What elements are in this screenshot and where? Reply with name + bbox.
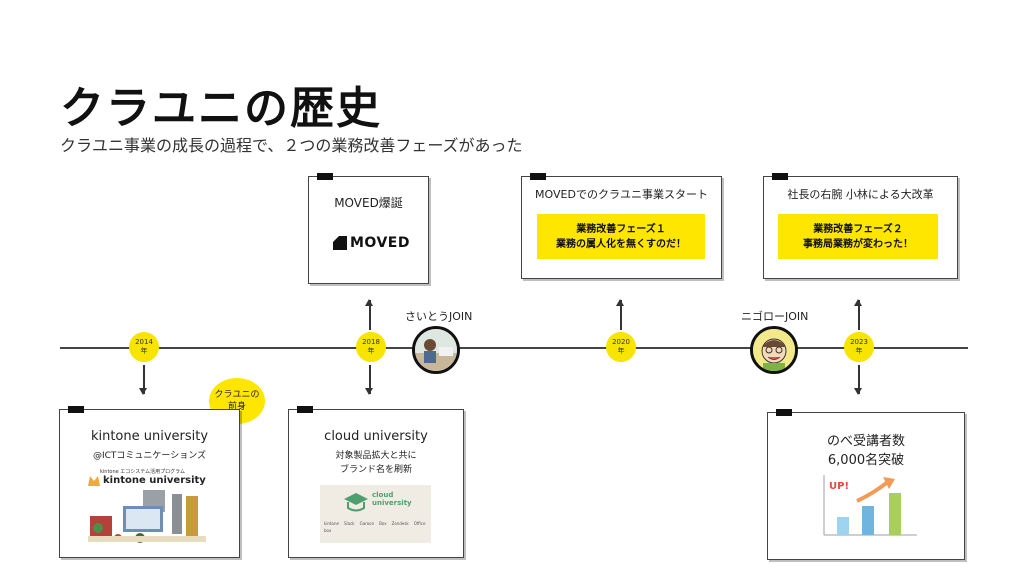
year-label: 2018: [362, 338, 380, 346]
arrow-down-icon: [366, 365, 372, 395]
partner-logo: Box: [379, 521, 387, 526]
card-tab: [297, 406, 313, 413]
partner-logo: Office: [413, 521, 426, 526]
arrow-down-icon: [140, 365, 146, 395]
phase1-box: 業務改善フェーズ１ 業務の属人化を無くすのだ！: [537, 214, 705, 259]
partner-logo: Garoon: [359, 521, 375, 526]
speech-bubble: クラユニの 前身: [209, 378, 265, 424]
kintone-logo-icon: [88, 475, 100, 486]
bubble-line2: 前身: [227, 402, 246, 412]
card-tab: [772, 173, 788, 180]
kintone-illustration: kintone エコシステム活用プログラム kintone university: [88, 468, 206, 548]
year-marker-2014: 2014 年: [129, 332, 159, 362]
growth-chart: UP!: [819, 473, 919, 543]
card-cloud-university: cloud university 対象製品拡大と共に ブランド名を刷新 clou…: [288, 406, 464, 558]
card-start-title: MOVEDでのクラユニ事業スタート: [535, 188, 708, 201]
kintone-logo: kintone university: [88, 475, 206, 486]
card-kintone-university: kintone university @ICTコミュニケーションズ kinton…: [59, 406, 240, 558]
avatar-nigoro: [750, 326, 798, 374]
moved-logo-text: MOVED: [350, 235, 410, 251]
kintone-logo-small: kintone エコシステム活用プログラム: [100, 469, 186, 475]
card-cloud-sub2: ブランド名を刷新: [339, 465, 412, 475]
cloud-university-logo-icon: [344, 493, 368, 512]
year-unit: 年: [140, 347, 148, 355]
arrow-up-icon: [617, 299, 623, 330]
cartoon-face-icon: [753, 329, 795, 371]
card-moved-title: MOVED爆誕: [334, 196, 403, 210]
card-tab: [317, 173, 333, 180]
page-subtitle: クラユニ事業の成長の過程で、２つの業務改善フェーズがあった: [60, 136, 523, 155]
students-label: のべ受講者数: [826, 434, 905, 449]
card-moved: MOVED爆誕 MOVED: [308, 173, 429, 284]
up-badge: UP!: [829, 481, 850, 492]
year-unit: 年: [367, 347, 375, 355]
phase1-desc: 業務の属人化を無くすのだ！: [556, 238, 686, 250]
phase2-desc: 事務局業務が変わった！: [803, 238, 913, 250]
card-tab: [68, 406, 84, 413]
year-marker-2018: 2018 年: [356, 332, 386, 362]
year-unit: 年: [855, 347, 863, 355]
moved-logo-icon: [333, 236, 347, 250]
card-tab: [530, 173, 546, 180]
card-tab: [776, 409, 792, 416]
year-unit: 年: [617, 347, 625, 355]
avatar-saito: [412, 326, 460, 374]
bubble-line1: クラユニの: [214, 390, 260, 400]
partner-logo: Zendesk: [391, 521, 409, 526]
timeline-line: [60, 347, 968, 349]
year-label: 2014: [135, 338, 153, 346]
moved-logo: MOVED: [333, 235, 410, 251]
growth-chart-icon: [823, 475, 917, 536]
partner-logo: box: [324, 528, 332, 533]
year-label: 2023: [850, 338, 868, 346]
phase1-label: 業務改善フェーズ１: [576, 223, 666, 235]
card-students: のべ受講者数 6,000名突破 UP!: [767, 409, 965, 560]
card-cloud-sub1: 対象製品拡大と共に: [335, 451, 417, 461]
join-label-nigoro: ニゴローJOIN: [741, 310, 809, 323]
cloud-university-banner: cloud university kintone Slack Garoon Bo…: [320, 485, 431, 543]
card-reform-title: 社長の右腕 小林による大改革: [787, 188, 934, 201]
card-cloud-title: cloud university: [324, 429, 428, 444]
page-title: クラユニの歴史: [60, 83, 382, 134]
phase2-label: 業務改善フェーズ２: [813, 223, 903, 235]
partner-logo: kintone: [324, 521, 339, 526]
partner-logo: Slack: [343, 521, 355, 526]
card-reform: 社長の右腕 小林による大改革 業務改善フェーズ２ 事務局業務が変わった！: [763, 173, 958, 279]
phase2-box: 業務改善フェーズ２ 事務局業務が変わった！: [778, 214, 938, 259]
join-label-saito: さいとうJOIN: [405, 310, 473, 323]
arrow-down-icon: [855, 365, 861, 395]
year-marker-2020: 2020 年: [606, 332, 636, 362]
partner-logos: kintone Slack Garoon Box Zendesk Office …: [324, 521, 428, 533]
year-marker-2023: 2023 年: [844, 332, 874, 362]
person-photo-icon: [415, 329, 457, 371]
students-count: 6,000名突破: [827, 453, 905, 468]
arrow-up-icon: [366, 299, 372, 330]
classroom-illustration-icon: [88, 490, 206, 543]
arrow-up-icon: [855, 299, 861, 330]
card-kintone-title: kintone university: [90, 429, 209, 444]
card-business-start: MOVEDでのクラユニ事業スタート 業務改善フェーズ１ 業務の属人化を無くすのだ…: [521, 173, 722, 279]
cloud-logo-text: cloud university: [372, 491, 412, 507]
year-label: 2020: [612, 338, 630, 346]
card-kintone-sub: @ICTコミュニケーションズ: [92, 451, 207, 461]
